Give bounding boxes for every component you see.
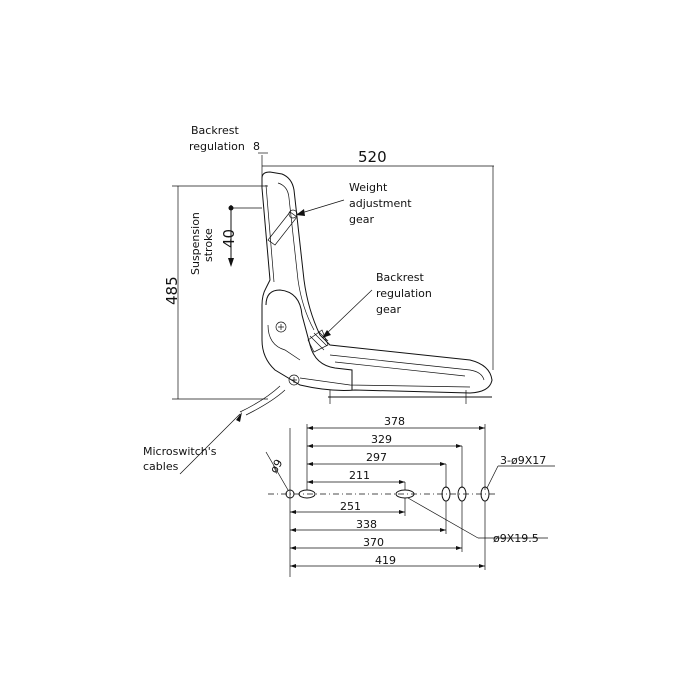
seat-side-view: Backrest regulation 8 520 485 Suspension… [143, 124, 494, 475]
hinge-bracket-inner [267, 324, 301, 361]
dim-329: 329 [371, 433, 392, 446]
dim-251: 251 [340, 500, 361, 513]
weight-gear-leader [297, 199, 345, 215]
microswitch-arrow [236, 412, 242, 422]
microswitch-label-line2: cables [143, 460, 179, 473]
slot-callout: ø9X19.5 [493, 532, 539, 545]
backrest-gear-arrow [322, 330, 331, 338]
dim-297: 297 [366, 451, 387, 464]
suspension-label-line2: stroke [202, 228, 215, 262]
microswitch-cable-2 [245, 389, 286, 416]
weight-gear-label-line3: gear [349, 213, 374, 226]
weight-gear-knob [288, 209, 298, 219]
stroke-value: 40 [220, 229, 238, 248]
weight-gear-handle [267, 211, 298, 246]
pivot-lower [288, 374, 300, 386]
weight-gear-arrow [296, 209, 305, 216]
hinge-bracket [265, 289, 353, 390]
dim-378: 378 [384, 415, 405, 428]
pivot-upper [275, 321, 287, 333]
microswitch-label-line1: Microswitch's [143, 445, 217, 458]
microswitch-cable [239, 385, 281, 413]
backrest-gear-teeth [309, 330, 329, 351]
backrest-gear-label-line1: Backrest [376, 271, 424, 284]
pivot-marks [278, 324, 297, 383]
cushion-top-line [329, 354, 485, 381]
left-hole-leader [265, 451, 289, 491]
seat-outline [261, 171, 493, 394]
backrest-regulation-label-line1: Backrest [191, 124, 239, 137]
backrest-inner-line [265, 184, 275, 283]
weight-gear-label-line1: Weight [349, 181, 388, 194]
overall-height-value: 485 [163, 276, 181, 305]
suspension-label-line1: Suspension [189, 212, 202, 275]
dim-370: 370 [363, 536, 384, 549]
microswitch-leader [179, 413, 241, 475]
cushion-inner-line [334, 361, 466, 377]
overall-length-value: 520 [358, 148, 387, 166]
dimension-arrowheads [290, 426, 485, 568]
backrest-offset-value: 8 [253, 140, 260, 153]
slot-leader [407, 497, 479, 539]
weight-gear-label-line2: adjustment [349, 197, 412, 210]
left-hole-callout: ø9 [267, 457, 285, 475]
backrest-gear-label-line2: regulation [376, 287, 432, 300]
cushion-bottom-line [299, 377, 471, 388]
dim-338: 338 [356, 518, 377, 531]
stroke-arrow-head [228, 258, 234, 267]
backrest-gear-label-line3: gear [376, 303, 401, 316]
dim-419: 419 [375, 554, 396, 567]
backrest-regulation-label-line2: regulation [189, 140, 245, 153]
right-holes-callout: 3-ø9X17 [500, 454, 546, 467]
backrest-gear-leader [323, 289, 373, 337]
backrest-inner-curve [277, 182, 315, 331]
base-plan-view: 378 329 297 211 251 338 370 419 [265, 415, 555, 577]
dim-211: 211 [349, 469, 370, 482]
backrest-gear-body [307, 329, 329, 353]
seat-body-outline [239, 171, 493, 416]
right-holes-leader [486, 465, 499, 489]
